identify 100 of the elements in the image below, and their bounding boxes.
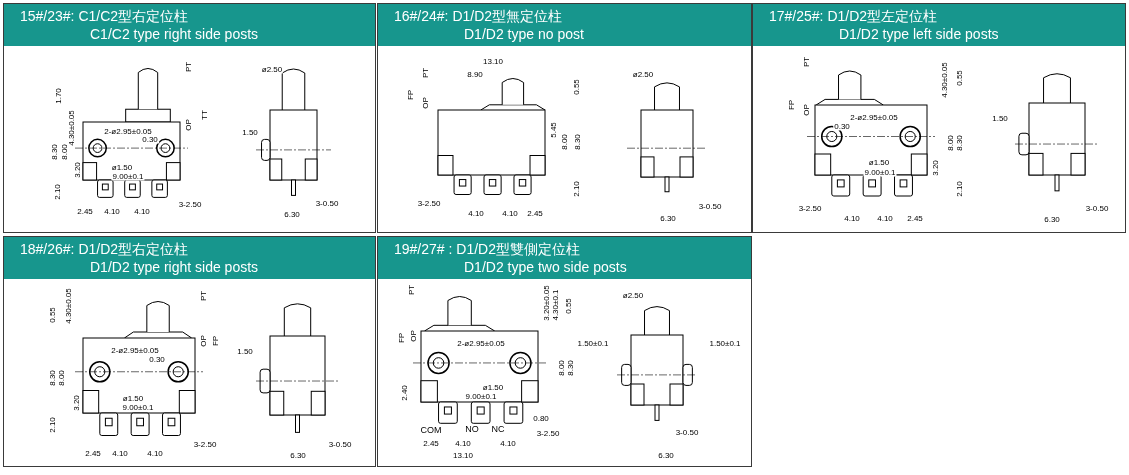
dimension-label: 4.10 (467, 208, 485, 218)
dimension-label: 1.50 (991, 113, 1009, 123)
dimension-label: 5.45 (548, 121, 558, 139)
dimension-label: ø2.50 (621, 290, 645, 300)
terminal-label: NO (464, 424, 480, 434)
dimension-label: 3-0.50 (697, 201, 723, 211)
dimension-label: 4.10 (133, 206, 151, 216)
dimension-label: 3.20±0.05 (541, 284, 551, 322)
dimension-label: 4.10 (146, 448, 164, 458)
dimension-label: PT (183, 60, 193, 74)
dimension-label: 6.30 (289, 450, 307, 460)
header-title: 17#/25#: D1/D2型左定位柱 (769, 8, 938, 24)
dimension-label: 8.00 (56, 369, 66, 387)
terminal-label: NC (490, 424, 506, 434)
dimension-label: 8.90 (466, 69, 484, 79)
dimension-label: 1.50±0.1 (576, 338, 610, 348)
dimension-label: 2.10 (47, 416, 57, 434)
dimension-label: 6.30 (659, 213, 677, 223)
dimension-label: 4.10 (843, 213, 861, 223)
dimension-label: 2.45 (84, 448, 102, 458)
dimension-label: 4.10 (876, 213, 894, 223)
dimension-label: 2.45 (422, 438, 440, 448)
dimension-label: 3.20 (71, 394, 81, 412)
dimension-label: 8.30 (572, 133, 582, 151)
dimension-label: 3-2.50 (535, 428, 561, 438)
dimension-label: ø1.50 (867, 157, 891, 167)
dimension-label: ø2.50 (260, 64, 284, 74)
dimension-label: 1.50 (241, 127, 259, 137)
dimension-label: 8.30 (49, 143, 59, 161)
dimension-label: PT (198, 289, 208, 303)
dimension-label: PT (801, 55, 811, 69)
dimension-label: 0.30 (141, 134, 159, 144)
dimension-label: 4.10 (499, 438, 517, 448)
dimension-label: 8.30 (565, 359, 575, 377)
dimension-label: 9.00±0.1 (863, 167, 897, 177)
dimension-label: 2-ø2.95±0.05 (103, 126, 153, 136)
dimension-label: 9.00±0.1 (111, 171, 145, 181)
dimension-label: 6.30 (657, 450, 675, 460)
header-subtitle: D1/D2 type right side posts (90, 259, 259, 275)
dimension-label: 2-ø2.95±0.05 (849, 112, 899, 122)
dimension-label: 6.30 (283, 209, 301, 219)
dimension-label: 4.30±0.05 (939, 61, 949, 99)
dimension-label: OP (183, 118, 193, 132)
dimension-label: ø1.50 (110, 162, 134, 172)
dimension-label: 3-0.50 (674, 427, 700, 437)
dimension-label: 9.00±0.1 (464, 391, 498, 401)
dimension-label: ø2.50 (631, 69, 655, 79)
header-title: 19#/27# : D1/D2型雙側定位柱 (394, 241, 580, 257)
dimension-label: OP (198, 334, 208, 348)
dimension-label: 4.30±0.05 (66, 109, 76, 147)
header-subtitle: D1/D2 type no post (464, 26, 584, 42)
dimension-label: OP (801, 103, 811, 117)
dimension-label: 0.55 (47, 306, 57, 324)
dimension-label: 8.00 (59, 143, 69, 161)
dimension-label: 4.30±0.1 (550, 288, 560, 322)
dimension-label: FP (786, 98, 796, 112)
dimension-label: 3.20 (72, 161, 82, 179)
header-title: 15#/23#: C1/C2型右定位柱 (20, 8, 189, 24)
dimension-label: 3-0.50 (1084, 203, 1110, 213)
dimension-label: 4.10 (111, 448, 129, 458)
dimension-label: 4.10 (454, 438, 472, 448)
dimension-label: PT (406, 283, 416, 297)
dimension-label: 8.00 (945, 134, 955, 152)
dimension-label: 2.45 (906, 213, 924, 223)
dimension-label: 8.00 (556, 359, 566, 377)
dimension-label: 0.30 (148, 354, 166, 364)
dimension-label: 0.80 (532, 413, 550, 423)
dimension-label: 3-2.50 (192, 439, 218, 449)
dimension-label: FP (396, 331, 406, 345)
dimension-label: 3-0.50 (327, 439, 353, 449)
dimension-label: 4.10 (501, 208, 519, 218)
dimension-label: 2.40 (399, 384, 409, 402)
header-subtitle: D1/D2 type left side posts (839, 26, 999, 42)
dimension-label: 3.20 (930, 159, 940, 177)
dimension-label: 2.10 (571, 180, 581, 198)
dimension-label: ø1.50 (121, 393, 145, 403)
dimension-label: TT (199, 109, 209, 121)
dimension-label: 0.55 (571, 78, 581, 96)
dimension-label: 0.30 (833, 121, 851, 131)
dimension-label: 2.10 (954, 180, 964, 198)
dimension-label: 2.10 (52, 183, 62, 201)
dimension-label: 3-2.50 (177, 199, 203, 209)
dimension-label: 1.70 (53, 87, 63, 105)
dimension-label: 8.30 (954, 134, 964, 152)
dimension-label: 6.30 (1043, 214, 1061, 224)
dimension-label: FP (405, 88, 415, 102)
dimension-label: 8.00 (559, 133, 569, 151)
dimension-label: 0.55 (563, 297, 573, 315)
dimension-label: 2.45 (76, 206, 94, 216)
header-title: 16#/24#: D1/D2型無定位柱 (394, 8, 563, 24)
dimension-label: OP (408, 329, 418, 343)
dimension-label: PT (420, 66, 430, 80)
dimension-label: 2-ø2.95±0.05 (110, 345, 160, 355)
dimension-label: 8.30 (47, 369, 57, 387)
header-subtitle: C1/C2 type right side posts (90, 26, 259, 42)
dimension-label: 2.45 (526, 208, 544, 218)
dimension-label: 0.55 (954, 69, 964, 87)
dimension-label: 3-2.50 (416, 198, 442, 208)
dimension-label: 2-ø2.95±0.05 (456, 338, 506, 348)
dimension-label: 13.10 (452, 450, 474, 460)
